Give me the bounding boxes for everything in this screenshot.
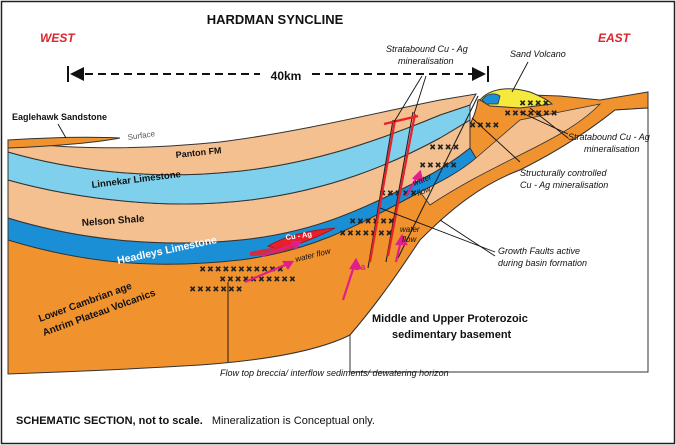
flow-arrow-4-head (395, 233, 408, 246)
leader-strat-right-2 (529, 107, 569, 139)
diagram-title: HARDMAN SYNCLINE (207, 12, 344, 27)
red-fault-2 (386, 113, 417, 257)
red-fault-1 (368, 119, 397, 263)
sand-volcano-blue (481, 93, 501, 105)
cross-row-10: × × × × × × × (505, 108, 557, 118)
fault-3 (397, 95, 479, 259)
callout-strat-right-1: Stratabound Cu - Ag (568, 132, 650, 142)
flow-arrow-3-head (349, 257, 362, 270)
eaglehawk-sandstone-unit (7, 136, 121, 149)
leader-growth-2 (439, 219, 496, 257)
panton-fm-unit (7, 93, 477, 176)
red-cap (383, 114, 419, 126)
label-nelson: Nelson Shale (81, 214, 145, 229)
callout-structural-1: Structurally controlled (520, 168, 608, 178)
footer-normal: Mineralization is Conceptual only. (212, 415, 375, 427)
callout-growth-2: during basin formation (498, 258, 587, 268)
leader-structural (471, 117, 521, 163)
label-eaglehawk: Eaglehawk Sandstone (12, 112, 107, 122)
cross-row-8: × × × × (430, 142, 459, 152)
flow-arrow-5-head (411, 169, 424, 182)
callout-strat-top-2: mineralisation (398, 56, 454, 66)
water-flow-arrows (244, 169, 424, 301)
label-water-flow-2b: flow (402, 235, 417, 244)
label-surface: Surface (127, 129, 156, 142)
callout-growth-1: Growth Faults active (498, 246, 580, 256)
label-cu-ag: Cu - Ag (285, 229, 313, 242)
flow-arrow-2-head (289, 240, 303, 250)
footer-bold: SCHEMATIC SECTION, not to scale. (16, 415, 203, 427)
compass-west: WEST (40, 31, 76, 45)
leader-eaglehawk (57, 123, 67, 139)
cross-row-1: × × × × × × × × × × × (200, 264, 283, 274)
basement-unit (349, 107, 649, 373)
cross-row-7: × × × × × (420, 160, 456, 170)
cross-row-4: × × × × × × × (340, 228, 392, 238)
leader-strat-top-2 (413, 75, 427, 115)
cross-row-3: × × × × × × × (190, 284, 242, 294)
scale-bar-label: 40km (271, 69, 302, 83)
flow-arrow-1 (244, 260, 293, 284)
callout-sand-volcano: Sand Volcano (510, 49, 566, 59)
cu-ag-lens (267, 227, 336, 251)
callout-strat-top-1: Stratabound Cu - Ag (386, 44, 468, 54)
label-basement-1: Middle and Upper Proterozoic (372, 313, 528, 325)
cross-row-9: × × × × (470, 120, 499, 130)
mineralised-faults (368, 113, 419, 263)
label-water-flow-2a: water (400, 225, 420, 234)
leader-growth-1 (379, 207, 496, 253)
footer-text: SCHEMATIC SECTION, not to scale. Mineral… (16, 415, 375, 427)
label-basement-2: sedimentary basement (392, 329, 512, 341)
label-ba: Ba (354, 262, 366, 272)
cross-row-11: × × × × (520, 98, 549, 108)
label-panton: Panton FM (175, 145, 222, 160)
leader-strat-right-1 (519, 111, 569, 135)
scale-bar (67, 66, 489, 82)
leader-lines (57, 61, 569, 362)
compass-east: EAST (598, 31, 632, 45)
leader-strat-top-1 (393, 75, 423, 123)
cross-row-5: × × × × × × (350, 216, 394, 226)
callout-structural-2: Cu - Ag mineralisation (520, 180, 608, 190)
callout-strat-right-2: mineralisation (584, 144, 640, 154)
leader-sand-volcano (511, 61, 529, 93)
cross-row-2: × × × × × × × × × × (220, 274, 295, 284)
callout-breccia: Flow top breccia/ interflow sediments/ d… (220, 368, 449, 378)
flow-arrow-1-head (281, 260, 295, 270)
fault-1 (367, 119, 394, 269)
